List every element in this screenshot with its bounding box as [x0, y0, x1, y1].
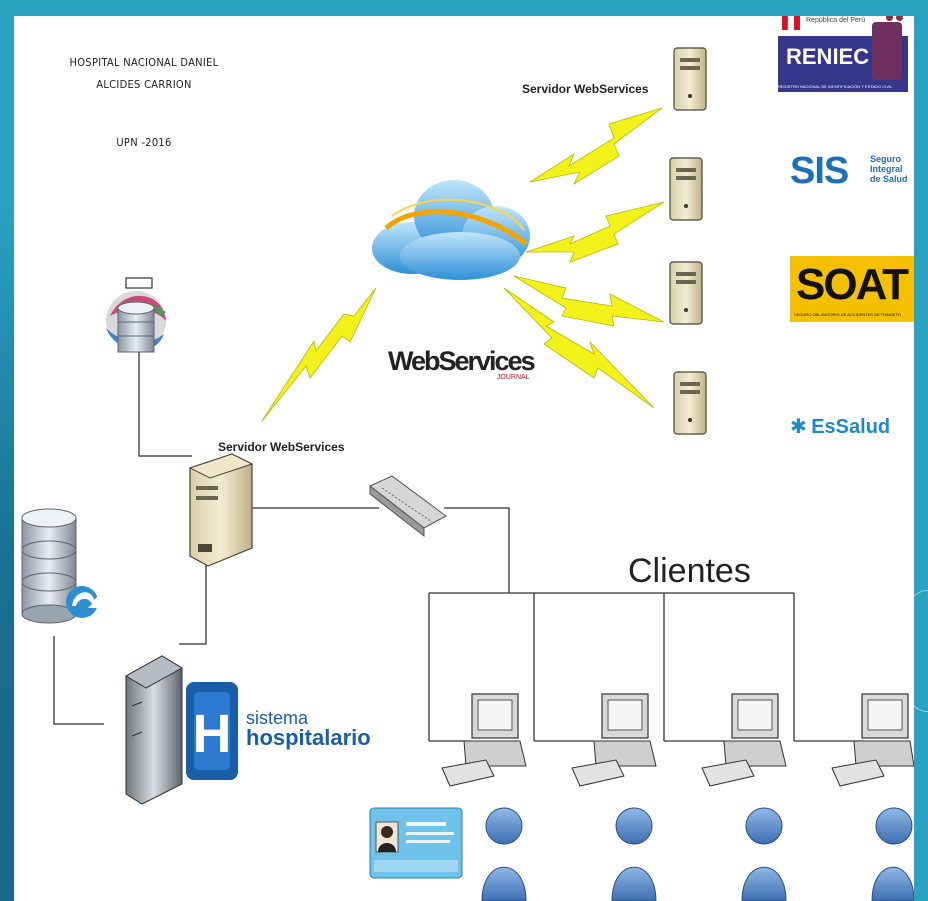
user-icon-3 — [741, 807, 787, 901]
diagram-canvas: HOSPITAL NACIONAL DANIEL ALCIDES CARRION… — [14, 16, 914, 901]
globe-database-icon — [106, 277, 166, 353]
essalud-logo: ✱ EsSalud — [790, 414, 914, 442]
hospital-title-line1: HOSPITAL NACIONAL DANIEL — [69, 56, 219, 69]
network-diagram: H — [21, 16, 914, 901]
lightning-bolt-1 — [529, 107, 663, 186]
sistema-text: sistema — [246, 708, 309, 728]
user-icon-2 — [611, 807, 657, 901]
sistema-hospitalario-logo: sistema hospitalario — [246, 708, 371, 751]
soat-subtitle: SEGURO OBLIGATORIO DE ACCIDENTES DE TRÁN… — [794, 312, 901, 317]
course-year: UPN -2016 — [116, 136, 172, 149]
reniec-name: RENIEC — [786, 44, 870, 69]
lightning-bolt-3 — [513, 275, 665, 327]
client-pc-4 — [831, 693, 914, 787]
h-logo-icon: H — [186, 682, 238, 780]
sis-name: SIS — [790, 150, 849, 192]
svg-text:H: H — [193, 704, 232, 764]
reniec-fingerprint-icon — [872, 22, 902, 80]
webservices-logo-sub: JOURNAL — [496, 374, 530, 381]
cloud-icon — [372, 180, 530, 280]
sis-line1: Seguro — [870, 154, 902, 164]
web-server-top-3 — [669, 261, 703, 325]
web-server-top-1 — [673, 47, 707, 111]
server-label-main: Servidor WebServices — [218, 440, 345, 454]
main-web-server — [188, 453, 254, 567]
webservices-logo-text: WebServices — [388, 346, 536, 376]
hospital-title-line2: ALCIDES CARRION — [96, 78, 192, 91]
essalud-family-icon: ✱ — [790, 416, 807, 438]
client-pc-1 — [441, 693, 527, 787]
reniec-badge: RENIEC — [778, 22, 908, 82]
client-pc-2 — [571, 693, 657, 787]
sis-line3: de Salud — [870, 174, 908, 184]
lightning-bolts — [261, 107, 665, 422]
web-server-top-4 — [673, 371, 707, 435]
soat-name: SOAT — [796, 260, 909, 309]
client-pc-3 — [701, 693, 787, 787]
reniec-figures-icon — [886, 16, 904, 32]
reniec-top-text: República del Perú — [806, 17, 866, 24]
sis-line2: Integral — [870, 164, 903, 174]
lightning-bolt-2 — [525, 201, 665, 263]
peru-flag-icon — [782, 16, 800, 31]
hospitalario-text: hospitalario — [246, 725, 371, 750]
sis-logo: SIS Seguro Integral de Salud — [790, 150, 910, 200]
user-icon-4 — [871, 807, 914, 901]
user-icon-1 — [481, 807, 527, 901]
lightning-bolt-4 — [503, 287, 655, 409]
server-label-top: Servidor WebServices — [522, 82, 649, 96]
network-switch — [369, 475, 447, 538]
webservices-logo: WebServices JOURNAL — [388, 346, 536, 381]
reniec-subtitle: REGISTRO NACIONAL DE IDENTIFICACIÓN Y ES… — [778, 82, 908, 92]
database-icon — [21, 508, 98, 624]
clients-label: Clientes — [628, 552, 751, 590]
id-card-icon — [369, 807, 463, 879]
lightning-bolt-5 — [261, 287, 377, 422]
soat-logo: SOAT SEGURO OBLIGATORIO DE ACCIDENTES DE… — [790, 256, 914, 322]
essalud-name: EsSalud — [811, 416, 891, 438]
web-server-top-2 — [669, 157, 703, 221]
connector-lines — [53, 334, 864, 742]
hospital-server-tower — [125, 655, 183, 805]
reniec-logo: República del Perú RENIEC REGISTRO NACIO… — [778, 16, 908, 94]
